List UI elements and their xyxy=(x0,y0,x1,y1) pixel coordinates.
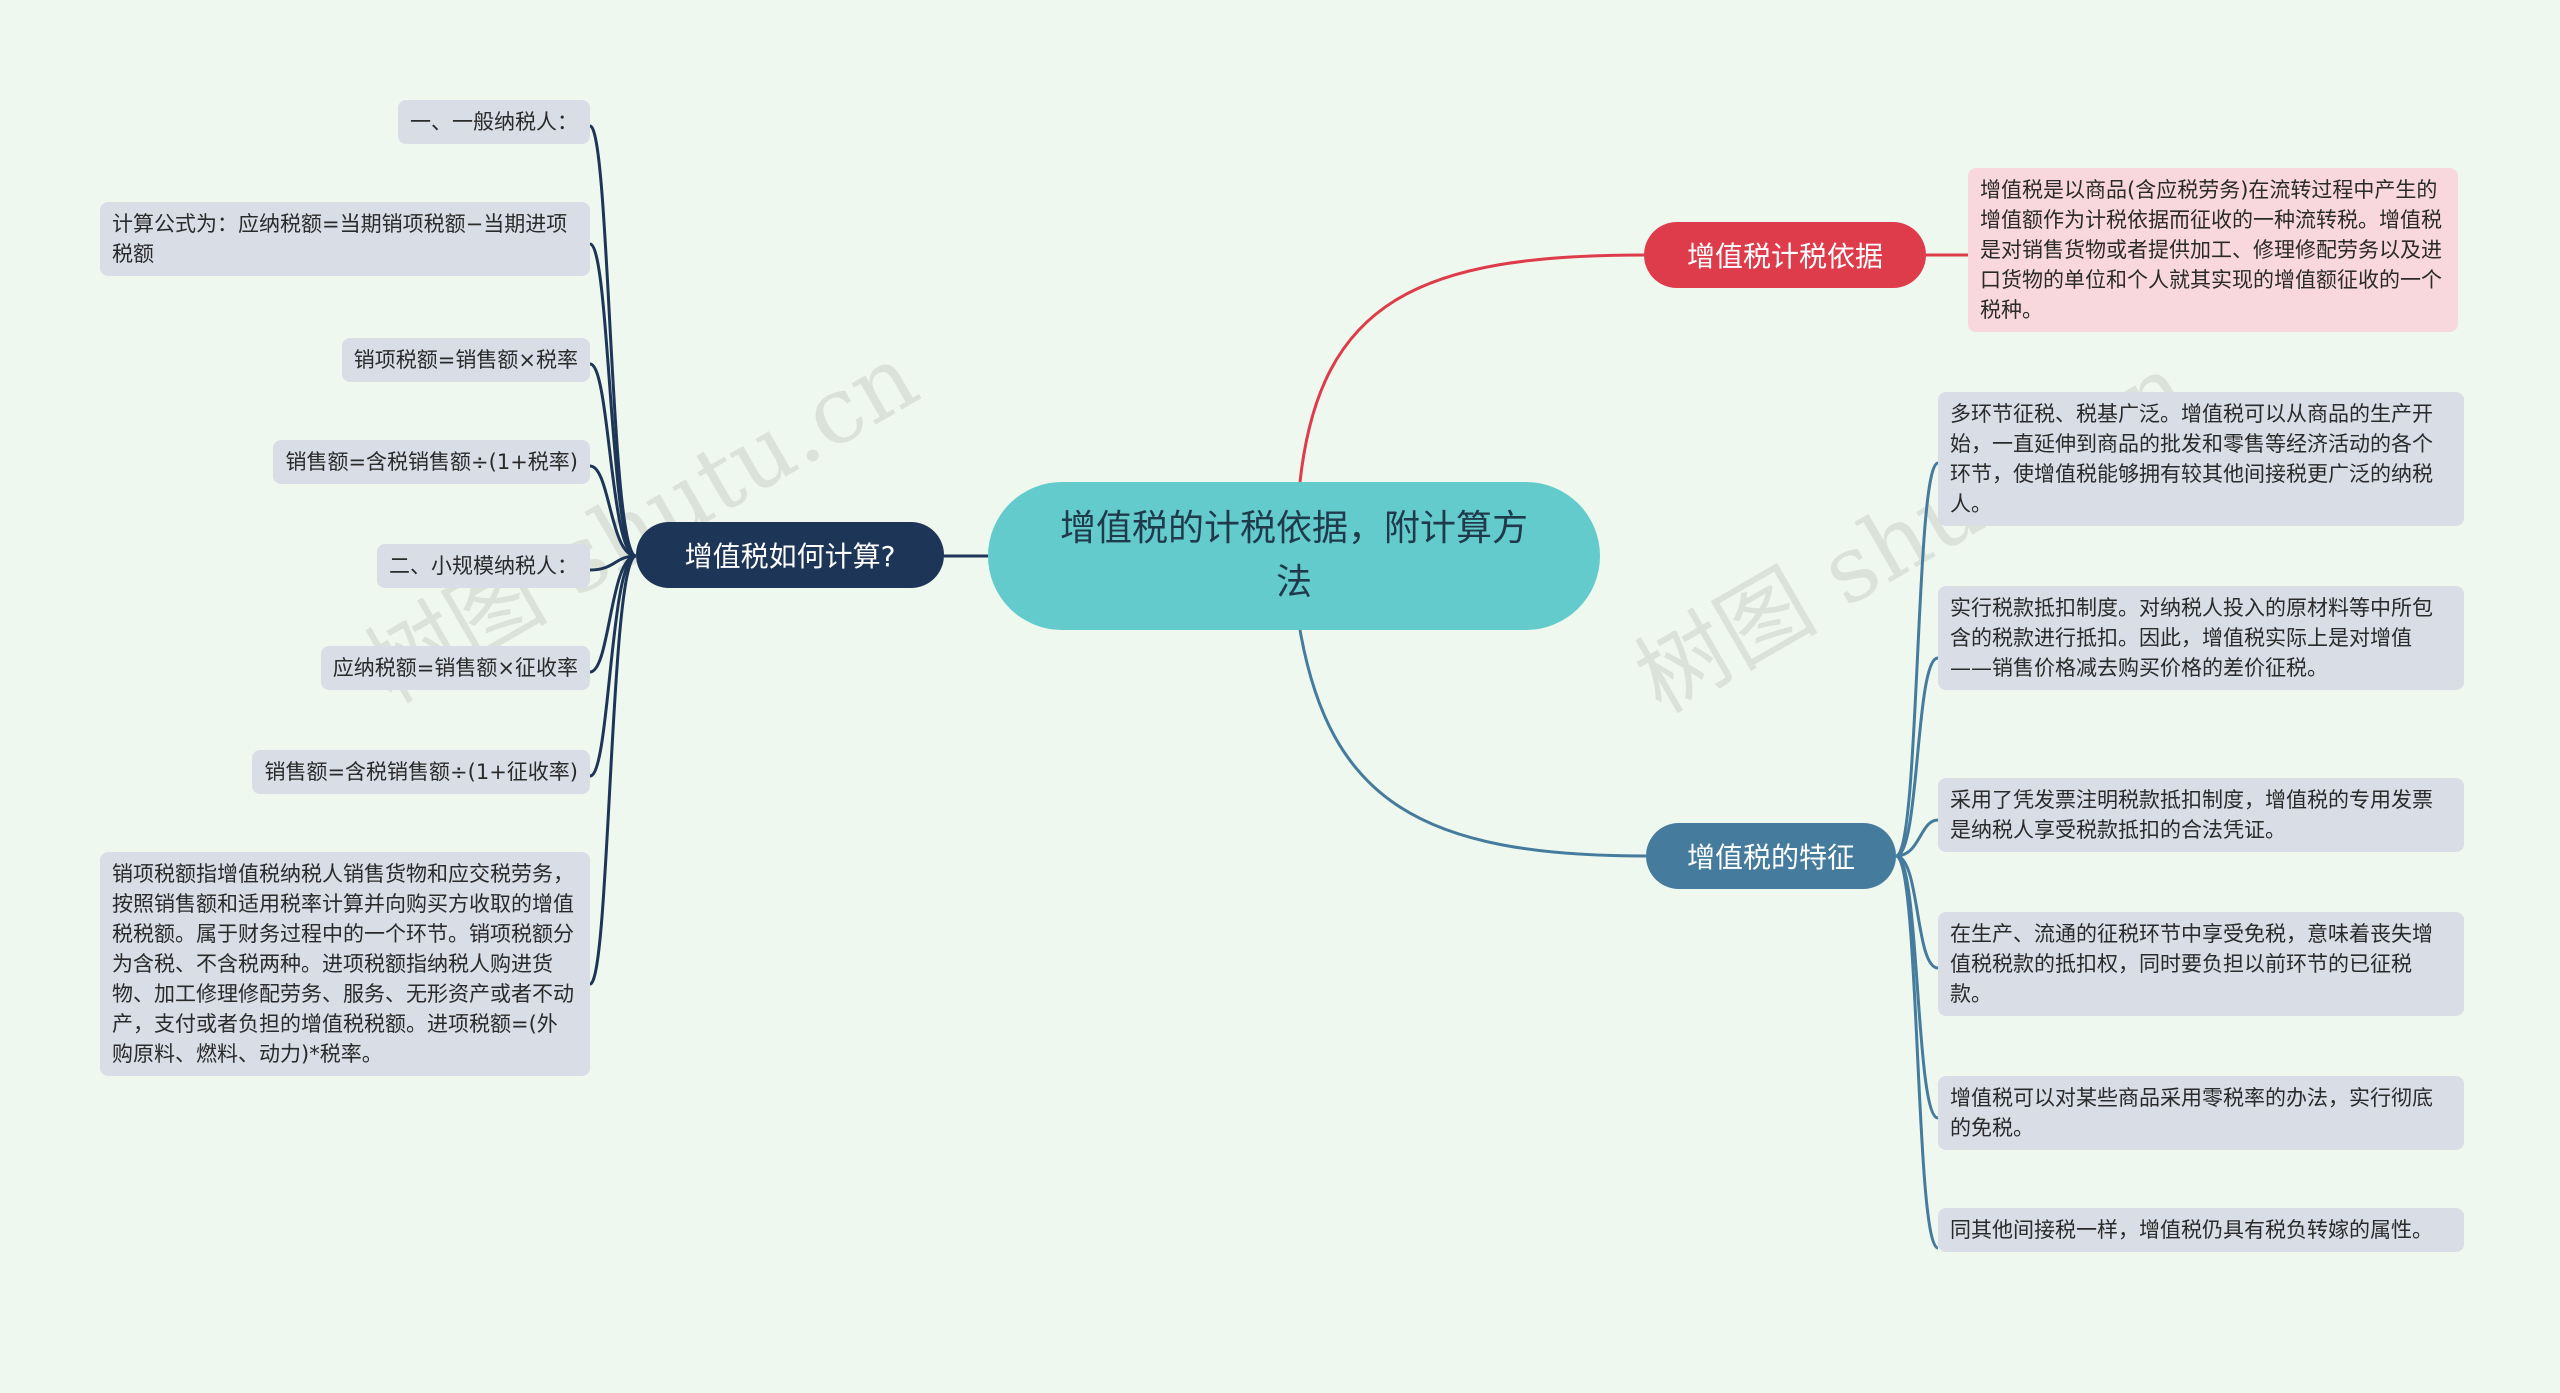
leaf-feature-invoice[interactable]: 采用了凭发票注明税款抵扣制度，增值税的专用发票是纳税人享受税款抵扣的合法凭证。 xyxy=(1938,778,2464,852)
root-node[interactable]: 增值税的计税依据，附计算方法 xyxy=(988,482,1600,630)
leaf-sales-amount-small[interactable]: 销售额=含税销售额÷(1+征收率) xyxy=(252,750,590,794)
leaf-feature-credit-system[interactable]: 实行税款抵扣制度。对纳税人投入的原材料等中所包含的税款进行抵扣。因此，增值税实际… xyxy=(1938,586,2464,690)
edges-feature-leaves xyxy=(1894,461,1940,1250)
leaf-general-taxpayer[interactable]: 一、一般纳税人： xyxy=(398,100,590,144)
branch-features[interactable]: 增值税的特征 xyxy=(1646,823,1896,889)
leaf-feature-exemption[interactable]: 在生产、流通的征税环节中享受免税，意味着丧失增值税税款的抵扣权，同时要负担以前环… xyxy=(1938,912,2464,1016)
leaf-small-scale-taxpayer[interactable]: 二、小规模纳税人： xyxy=(377,544,590,588)
leaf-sales-amount[interactable]: 销售额=含税销售额÷(1+税率) xyxy=(273,440,590,484)
leaf-output-input-tax-description[interactable]: 销项税额指增值税纳税人销售货物和应交税劳务，按照销售额和适用税率计算并向购买方收… xyxy=(100,852,590,1076)
leaf-tax-basis-description[interactable]: 增值税是以商品(含应税劳务)在流转过程中产生的增值额作为计税依据而征收的一种流转… xyxy=(1968,168,2458,332)
leaf-formula[interactable]: 计算公式为：应纳税额=当期销项税额−当期进项税额 xyxy=(100,202,590,276)
leaf-feature-multi-stage[interactable]: 多环节征税、税基广泛。增值税可以从商品的生产开始，一直延伸到商品的批发和零售等经… xyxy=(1938,392,2464,526)
edges-left-leaves xyxy=(588,124,638,986)
leaf-output-tax[interactable]: 销项税额=销售额×税率 xyxy=(341,338,590,382)
leaf-feature-zero-rate[interactable]: 增值税可以对某些商品采用零税率的办法，实行彻底的免税。 xyxy=(1938,1076,2464,1150)
edge-root-blue xyxy=(1298,629,1647,858)
branch-tax-basis[interactable]: 增值税计税依据 xyxy=(1644,222,1926,288)
edge-root-red xyxy=(1298,253,1645,483)
branch-how-to-calculate[interactable]: 增值税如何计算? xyxy=(636,522,944,588)
leaf-tax-payable[interactable]: 应纳税额=销售额×征收率 xyxy=(320,646,590,690)
root-title: 增值税的计税依据，附计算方法 xyxy=(1059,508,1528,603)
leaf-feature-tax-shifting[interactable]: 同其他间接税一样，增值税仍具有税负转嫁的属性。 xyxy=(1938,1208,2464,1252)
